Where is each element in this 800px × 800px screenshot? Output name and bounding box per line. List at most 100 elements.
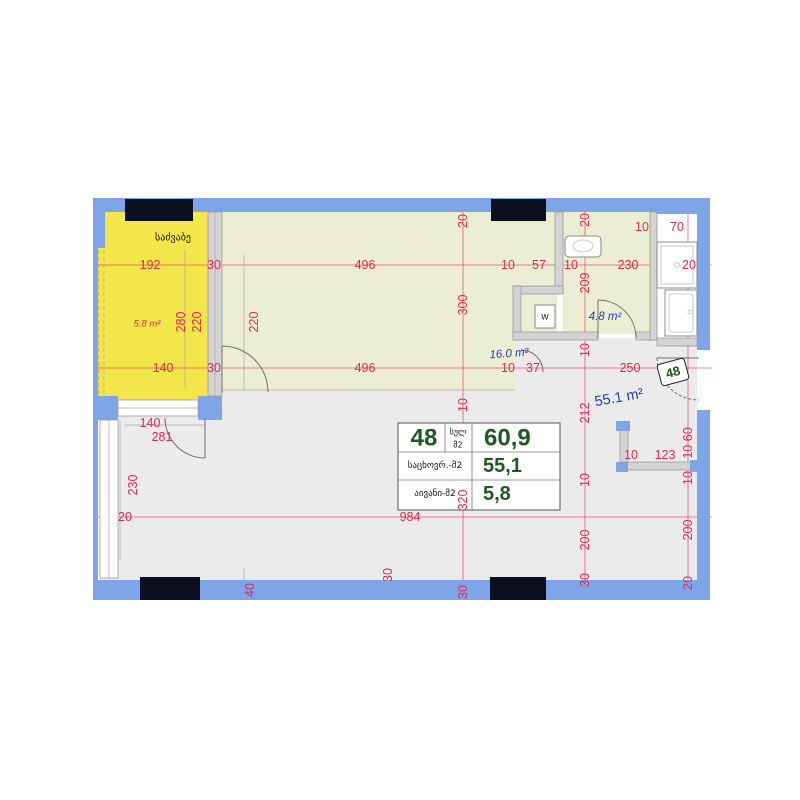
dimension-label: 230: [618, 258, 639, 272]
dimension-label: 496: [355, 258, 376, 272]
dimension-label: 230: [126, 475, 140, 496]
dimension-label: 123: [655, 448, 676, 462]
bathroom-wall: [512, 331, 599, 341]
exterior-walls: [93, 198, 710, 600]
kitchen-door-swing: [520, 349, 544, 373]
bathtub-drain-icon: [687, 309, 693, 315]
dimension-label: 30: [456, 585, 470, 599]
window-bottom-right: [490, 577, 546, 600]
dimension-label: 140: [153, 361, 174, 375]
dimension-label: 30: [578, 573, 592, 587]
dimension-labels: 192 280 220 140 30 30 496 496 220 20 300…: [118, 213, 696, 599]
bathtub-icon: [664, 289, 698, 337]
bottom-wall: [93, 580, 710, 600]
room-labels: საძვაბე 5.8 m² 4.8 m² 16.0 m² 55.1 m² 48: [134, 232, 690, 410]
wc-box-icon: [534, 304, 556, 329]
dimension-label: 20: [578, 213, 592, 227]
windows: [99, 199, 546, 600]
dimension-label: 984: [400, 510, 421, 524]
dimension-lines: [93, 198, 712, 600]
fixtures: w: [534, 235, 698, 337]
dimension-label: 320: [456, 490, 470, 511]
bathroom-door-swing: [597, 299, 637, 339]
upper-zone-area: 16.0 m²: [489, 347, 530, 362]
bathroom-wall: [649, 211, 658, 341]
balcony-bottom-wall-right: [198, 396, 222, 420]
dimension-label: 250: [620, 361, 641, 375]
summary-balcony-value: 5,8: [483, 483, 511, 505]
dimension-label: 220: [190, 312, 204, 333]
dimension-label: 10: [578, 473, 592, 487]
dimension-label: 70: [670, 220, 684, 234]
upper-floor-zone-right: [515, 212, 557, 290]
apartment-badge: 48: [656, 357, 690, 387]
dimension-label: 37: [526, 361, 540, 375]
dimension-label: 10: [578, 343, 592, 357]
niche-wall-corner: [616, 421, 630, 431]
dimension-label: 20: [456, 214, 470, 228]
dimension-label: 220: [247, 312, 261, 333]
dimension-label: 40: [243, 583, 257, 597]
guide-lines: [98, 250, 515, 600]
dimension-label: 280: [174, 312, 188, 333]
apartment-badge-number: 48: [664, 363, 682, 381]
dimension-label: 10: [501, 361, 515, 375]
bathroom-wall: [554, 211, 564, 293]
summary-balcony-label: აივანი-მ2: [414, 488, 455, 499]
dimension-label: 57: [532, 258, 546, 272]
dimension-label: 281: [152, 430, 173, 444]
right-wall-lower: [697, 410, 710, 600]
dimension-label: 20: [681, 576, 695, 590]
dimension-label: 209: [578, 273, 592, 294]
dimension-label: 30: [381, 568, 395, 582]
summary-table-frame: [397, 422, 561, 511]
balcony-bottom-wall-left: [93, 396, 118, 420]
dimension-label: 10: [635, 220, 649, 234]
niche-wall-corner: [616, 462, 628, 472]
shower-drain-icon: [674, 262, 680, 268]
bathroom-area: 4.8 m²: [589, 311, 623, 323]
upper-floor-zone: [222, 212, 515, 390]
summary-total-unit: მ2: [453, 440, 462, 450]
left-wall-stub: [93, 212, 105, 248]
dimension-label: 300: [456, 295, 470, 316]
summary-total-label: სულ: [450, 427, 467, 437]
top-right-wall-block: [650, 198, 710, 214]
dimension-label: 212: [578, 403, 592, 424]
summary-living-value: 55,1: [483, 455, 522, 477]
dimension-label: 496: [355, 361, 376, 375]
dimension-label: 10: [681, 471, 695, 485]
dimension-label: 20: [682, 258, 696, 272]
dimension-label: 200: [578, 530, 592, 551]
window-top-right: [491, 199, 546, 221]
summary-living-label: საცხოვრ.-მ2: [408, 460, 463, 471]
shower-tray-icon: [656, 241, 698, 289]
dimension-label: 10 60: [681, 427, 695, 458]
lower-left-door-swing: [164, 417, 206, 459]
dimension-label: 140: [140, 416, 161, 430]
right-wall-upper: [697, 198, 710, 350]
summary-total-value: 60,9: [484, 425, 531, 452]
partitions: [207, 211, 698, 472]
niche-wall-horizontal: [619, 461, 698, 471]
top-wall: [93, 198, 710, 212]
wc-label: w: [540, 312, 549, 323]
summary-apartment-number: 48: [411, 425, 438, 452]
dimension-label: 30: [207, 258, 221, 272]
dimension-label: 192: [140, 258, 161, 272]
balcony-label: საძვაბე: [155, 232, 191, 244]
apartment-badge-frame: [656, 357, 690, 387]
bathroom-floor: [563, 212, 651, 334]
niche-wall-corner: [690, 460, 698, 472]
bathtub-inner: [668, 293, 694, 333]
dimension-label: 10: [456, 398, 470, 412]
dimension-label: 30: [207, 361, 221, 375]
dimension-label: 10: [624, 448, 638, 462]
window-bottom-left: [140, 577, 200, 600]
dimension-label: 10: [501, 258, 515, 272]
toilet-icon: [564, 235, 602, 258]
dimension-label: 200: [681, 520, 695, 541]
balcony-area: 5.8 m²: [134, 319, 162, 330]
shower-tray-inner: [660, 245, 694, 285]
